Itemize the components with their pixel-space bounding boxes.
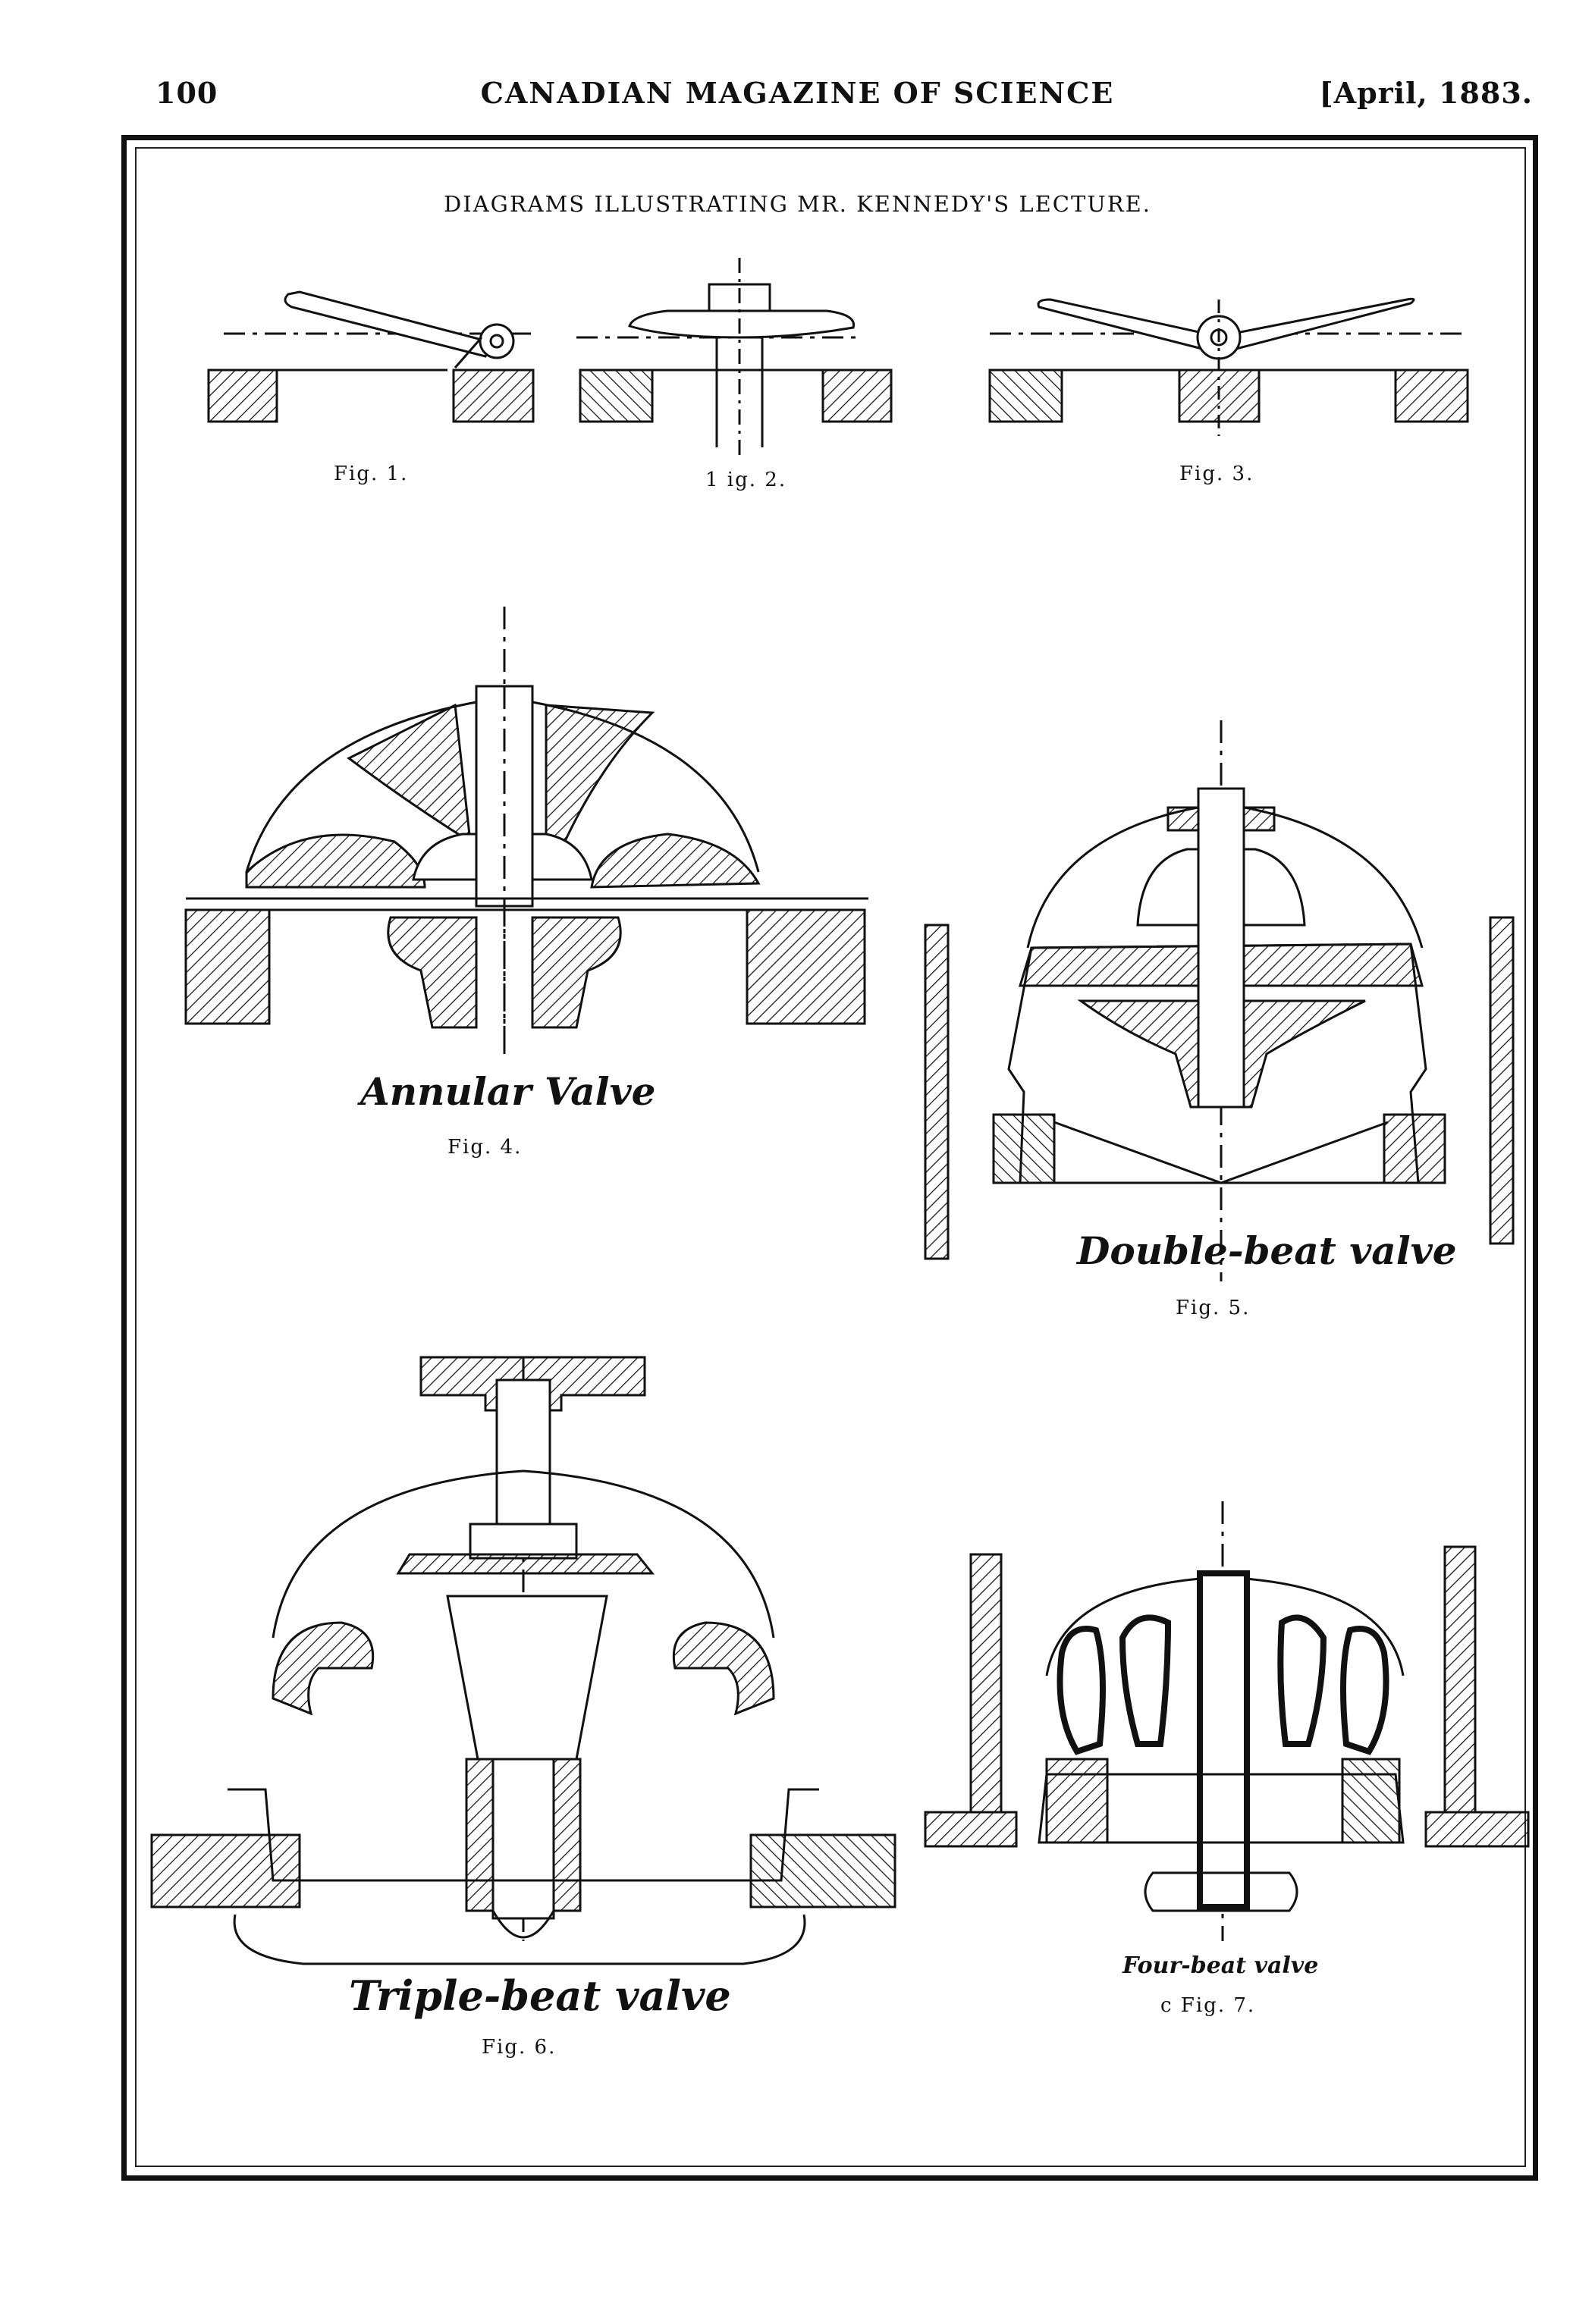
fig-6-label: Triple-beat valve xyxy=(349,1971,731,2020)
fig-5-caption: Fig. 5. xyxy=(1176,1297,1251,1319)
fig-2-caption: 1 ig. 2. xyxy=(705,469,787,491)
fig-7-label: Four-beat valve xyxy=(1122,1952,1319,1979)
fig-3-caption: Fig. 3. xyxy=(1179,463,1254,485)
fig-3-butterfly-valve-drawing xyxy=(988,297,1469,436)
fig-6-triple-beat-valve-drawing xyxy=(150,1356,896,1965)
fig-7-caption: c Fig. 7. xyxy=(1160,1994,1256,2017)
plate-outer-border xyxy=(121,135,1538,2181)
page-number: 100 xyxy=(155,76,218,110)
fig-4-annular-valve-drawing xyxy=(184,607,868,1054)
fig-2-lift-valve-drawing xyxy=(576,258,893,455)
plate-inner-border xyxy=(135,147,1526,2167)
fig-6-caption: Fig. 6. xyxy=(482,2036,557,2059)
issue-date: [April, 1883. xyxy=(1319,76,1533,110)
fig-7-four-beat-valve-drawing xyxy=(924,1501,1530,1941)
fig-4-caption: Fig. 4. xyxy=(447,1136,523,1159)
fig-1-caption: Fig. 1. xyxy=(334,463,409,485)
fig-1-flap-valve-drawing xyxy=(207,290,535,423)
fig-5-double-beat-valve-drawing xyxy=(924,720,1515,1281)
plate-title: DIAGRAMS ILLUSTRATING MR. KENNEDY'S LECT… xyxy=(444,191,1151,217)
fig-4-label: Annular Valve xyxy=(360,1069,656,1114)
journal-title: CANADIAN MAGAZINE OF SCIENCE xyxy=(480,76,1115,110)
fig-5-label: Double-beat valve xyxy=(1077,1228,1457,1273)
